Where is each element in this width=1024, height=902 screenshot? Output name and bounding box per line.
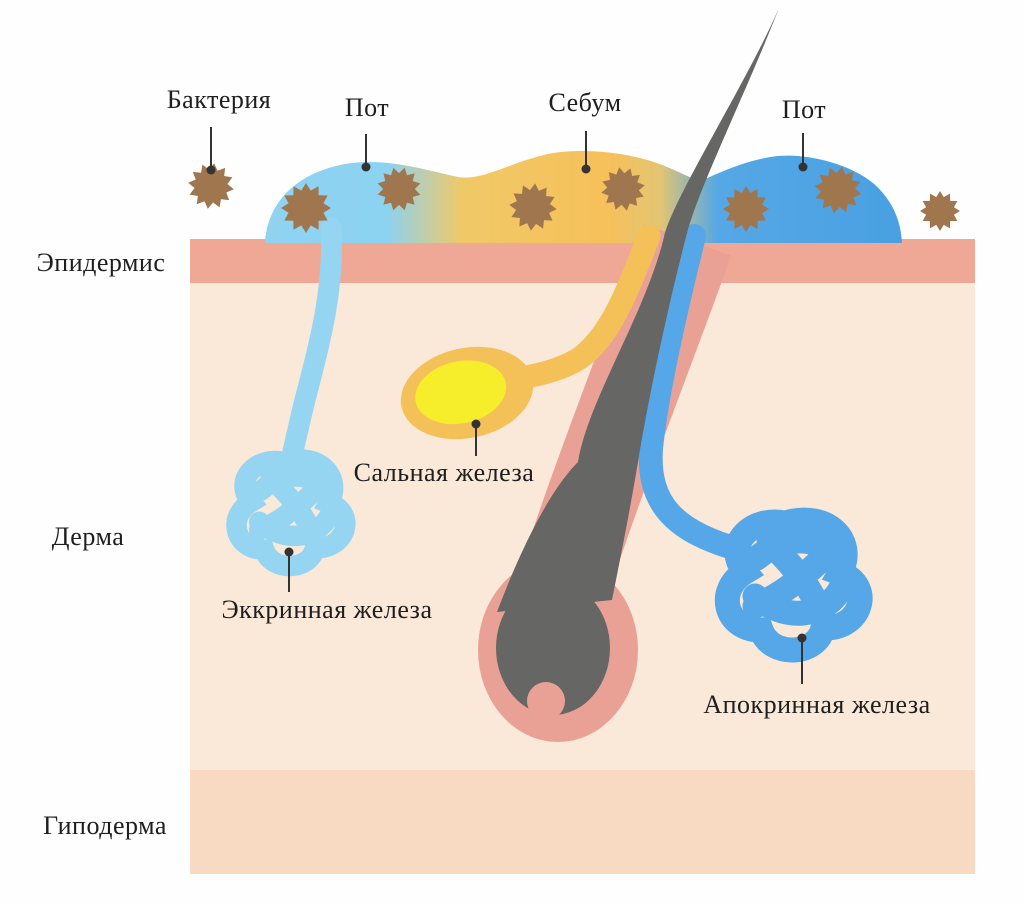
label-bacteria: Бактерия bbox=[166, 85, 272, 114]
dermal-papilla bbox=[527, 682, 565, 720]
hypodermis-band bbox=[190, 770, 975, 874]
hair-shaft bbox=[496, 8, 779, 720]
apocrine-gland-shape bbox=[638, 224, 873, 663]
label-sebaceous-gland: Сальная железа bbox=[353, 458, 535, 487]
pointer-lines bbox=[210, 127, 804, 684]
hair-bulb bbox=[496, 581, 610, 715]
label-epidermis: Эпидермис bbox=[36, 248, 166, 277]
pointer-dot bbox=[797, 633, 807, 643]
epidermis-band bbox=[190, 239, 975, 283]
apocrine-duct bbox=[638, 224, 752, 562]
eccrine-gland-shape bbox=[226, 217, 356, 577]
label-hypodermis: Гиподерма bbox=[43, 811, 167, 840]
pointer-dot bbox=[206, 165, 216, 175]
sebaceous-gland-inner bbox=[415, 360, 507, 425]
sebaceous-gland-shape bbox=[400, 224, 661, 440]
label-sweat-right: Пот bbox=[781, 95, 827, 124]
pointer-dots bbox=[206, 162, 808, 643]
hair-strand bbox=[497, 8, 779, 612]
pointer-dot bbox=[361, 162, 371, 172]
pointer-dot bbox=[471, 419, 481, 429]
bacteria-icon bbox=[920, 191, 960, 231]
label-eccrine-gland: Эккринная железа bbox=[221, 595, 433, 624]
pointer-dot bbox=[798, 162, 808, 172]
pointer-dot bbox=[284, 547, 294, 557]
label-apocrine-gland: Апокринная железа bbox=[703, 690, 931, 719]
label-dermis: Дерма bbox=[51, 522, 125, 551]
eccrine-coil bbox=[226, 449, 356, 577]
pointer-dot bbox=[581, 164, 591, 174]
apocrine-coil bbox=[714, 507, 873, 663]
label-sebum: Себум bbox=[548, 88, 622, 117]
label-sweat-left: Пот bbox=[344, 93, 390, 122]
